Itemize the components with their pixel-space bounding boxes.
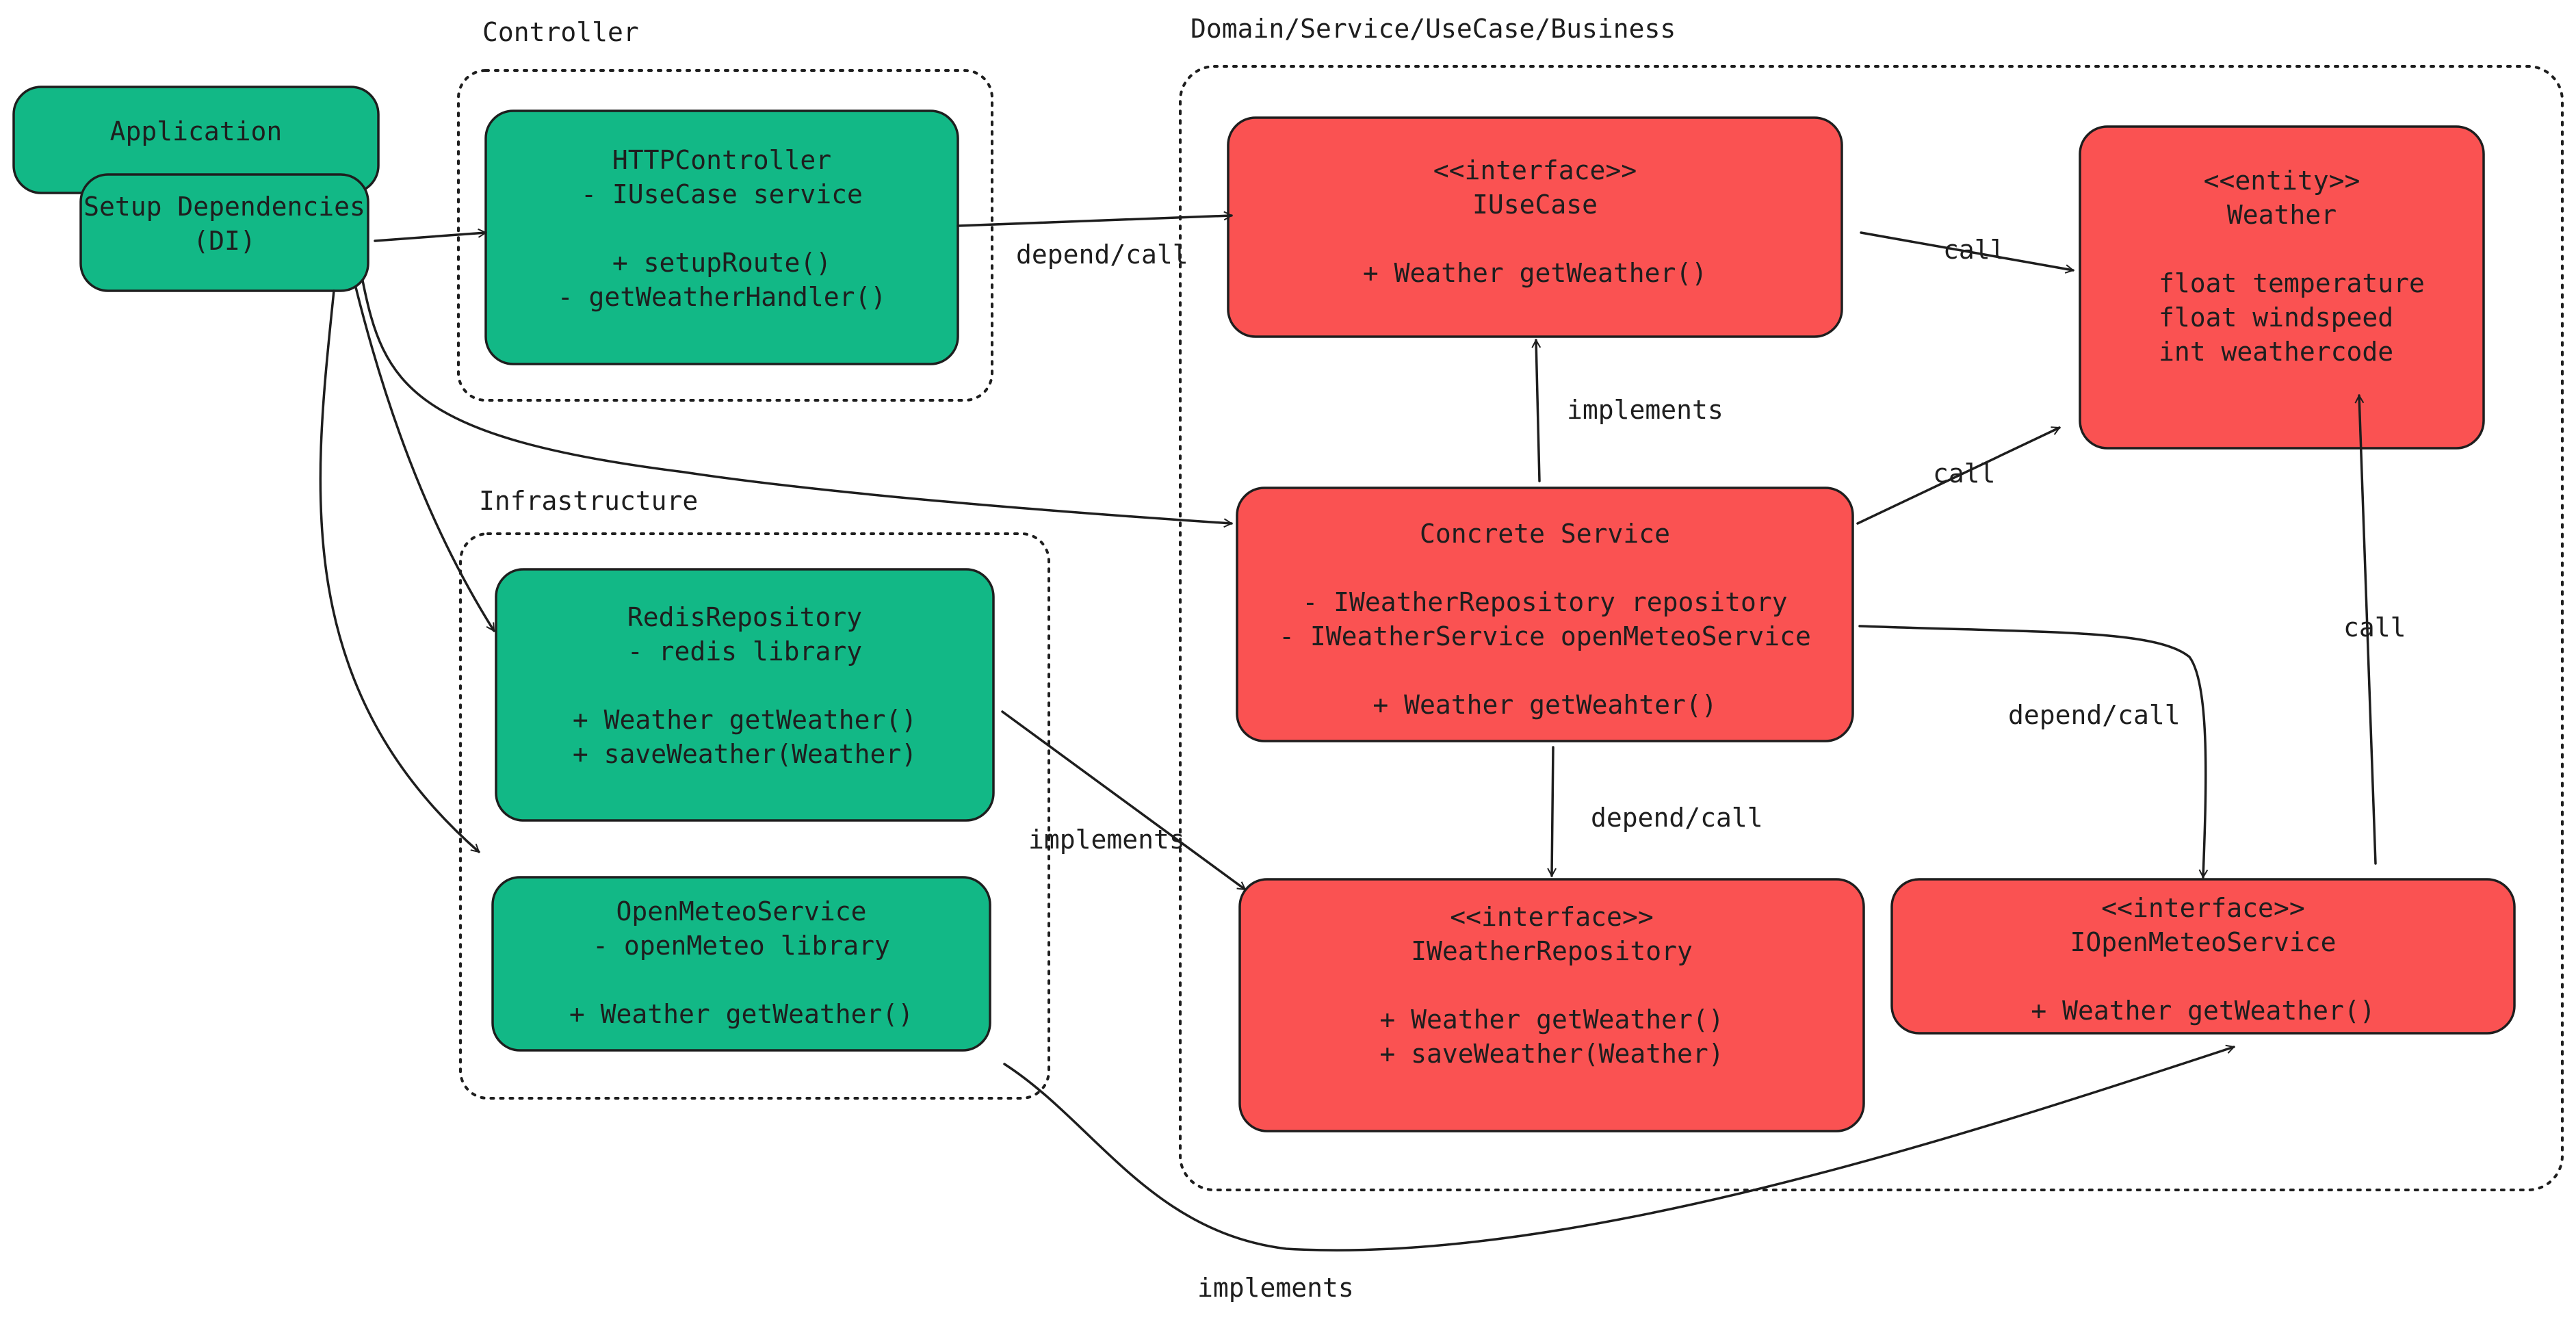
- node-openmeteo-service-line: OpenMeteoService: [616, 896, 866, 926]
- node-weather-entity-box: [2079, 125, 2485, 450]
- node-iusecase-line: + Weather getWeather(): [1363, 258, 1707, 288]
- node-weather-entity-line: float temperature: [2159, 268, 2425, 298]
- domain-group: [1179, 65, 2564, 1191]
- node-weather-entity: <<entity>> Weather float temperature float …: [2079, 125, 2485, 450]
- node-iusecase: <<interface>> IUseCase + Weather getWeathe…: [1227, 116, 1843, 338]
- node-iusecase-line: IUseCase: [1472, 190, 1598, 220]
- edge-label-openmeteo-interface-to-weather: call: [2343, 612, 2406, 643]
- node-iweather-repository-line: + Weather getWeather(): [1379, 1005, 1723, 1035]
- node-concrete-service-line: - IWeatherService openMeteoService: [1279, 621, 1811, 651]
- edge-di-to-redis: [354, 286, 495, 631]
- node-http-controller: HTTPController - IUseCase service + setupR…: [484, 109, 959, 365]
- node-redis-repository-line: + Weather getWeather(): [573, 705, 917, 735]
- node-application-line: Application: [110, 116, 283, 146]
- node-redis-repository: RedisRepository - redis library + Weather …: [495, 568, 995, 822]
- edge-label-usecase-to-weather: call: [1943, 235, 2006, 265]
- infrastructure-group-label: Infrastructure: [479, 486, 698, 516]
- node-setup-dependencies-line: Setup Dependencies: [83, 192, 365, 222]
- node-iopenmeteo-service-box: [1890, 878, 2516, 1035]
- node-setup-dependencies-line: (DI): [193, 226, 256, 256]
- edge-service-to-weather: [1856, 426, 2059, 525]
- node-openmeteo-service-line: + Weather getWeather(): [569, 999, 913, 1029]
- node-weather-entity-line: <<entity>>: [2204, 166, 2360, 196]
- node-concrete-service-line: - IWeatherRepository repository: [1302, 587, 1787, 617]
- node-concrete-service-line: Concrete Service: [1420, 519, 1670, 549]
- node-weather-entity-line: Weather: [2227, 200, 2337, 230]
- node-http-controller-line: - IUseCase service: [581, 179, 863, 209]
- edge-label-controller-to-usecase: depend/call: [1016, 239, 1188, 270]
- edge-openmeteo-interface-to-weather: [2359, 396, 2377, 865]
- edge-controller-to-usecase: [957, 216, 1232, 227]
- edge-usecase-to-weather: [1860, 231, 2073, 270]
- edge-label-redis-implements-repository: implements: [1028, 825, 1185, 855]
- edge-service-to-repository: [1552, 746, 1553, 876]
- node-iusecase-box: [1227, 116, 1843, 338]
- node-iopenmeteo-service: <<interface>> IOpenMeteoService + Weather …: [1890, 878, 2516, 1035]
- node-http-controller-line: - getWeatherHandler(): [558, 282, 886, 312]
- edge-service-to-openmeteo: [1858, 625, 2206, 877]
- node-redis-repository-box: [495, 568, 995, 822]
- edge-di-to-openmeteo: [319, 289, 480, 853]
- node-application: Application: [12, 86, 380, 194]
- node-setup-dependencies-box: [79, 173, 369, 292]
- edge-service-implements-usecase: [1536, 340, 1539, 482]
- node-iopenmeteo-service-line: <<interface>>: [2101, 893, 2304, 923]
- node-iusecase-line: <<interface>>: [1433, 155, 1637, 185]
- node-redis-repository-line: RedisRepository: [627, 602, 862, 632]
- node-iopenmeteo-service-line: IOpenMeteoService: [2070, 927, 2337, 957]
- edges-layer: [319, 216, 2377, 1252]
- node-concrete-service-line: + Weather getWeahter(): [1372, 690, 1717, 720]
- edge-label-openmeteo-implements-interface: implements: [1197, 1273, 1354, 1303]
- node-iweather-repository-line: <<interface>>: [1450, 902, 1653, 932]
- node-http-controller-line: + setupRoute(): [612, 248, 831, 278]
- edge-openmeteo-implements-interface: [1003, 1047, 2234, 1252]
- node-redis-repository-line: + saveWeather(Weather): [573, 739, 917, 769]
- edge-label-service-implements-usecase: implements: [1567, 395, 1723, 425]
- node-iweather-repository-line: IWeatherRepository: [1411, 936, 1693, 966]
- edge-label-service-to-openmeteo: depend/call: [2008, 700, 2181, 730]
- node-openmeteo-service-box: [491, 876, 991, 1052]
- edge-label-service-to-repository: depend/call: [1591, 803, 1763, 833]
- node-iweather-repository: <<interface>> IWeatherRepository + Weather…: [1238, 878, 1865, 1132]
- edge-di-to-concrete-service: [361, 279, 1232, 523]
- node-redis-repository-line: - redis library: [627, 636, 862, 666]
- infrastructure-group: [459, 532, 1050, 1100]
- edge-di-to-controller: [374, 233, 486, 242]
- edge-label-service-to-weather: call: [1933, 458, 1996, 489]
- node-iopenmeteo-service-line: + Weather getWeather(): [2031, 996, 2375, 1026]
- node-weather-entity-line: int weathercode: [2159, 337, 2393, 367]
- edge-redis-implements-repository: [1001, 710, 1247, 891]
- node-http-controller-line: HTTPController: [612, 145, 831, 175]
- domain-group-label: Domain/Service/UseCase/Business: [1191, 14, 1676, 44]
- node-concrete-service: Concrete Service - IWeatherRepository rep…: [1236, 487, 1854, 742]
- node-iweather-repository-box: [1238, 878, 1865, 1132]
- controller-group-label: Controller: [482, 17, 639, 47]
- node-concrete-service-box: [1236, 487, 1854, 742]
- node-weather-entity-line: float windspeed: [2159, 302, 2393, 333]
- node-iweather-repository-line: + saveWeather(Weather): [1379, 1039, 1723, 1069]
- node-openmeteo-service-line: - openMeteo library: [593, 931, 890, 961]
- node-setup-dependencies: Setup Dependencies (DI): [79, 173, 369, 292]
- controller-group: [457, 69, 993, 402]
- node-openmeteo-service: OpenMeteoService - openMeteo library + Wea…: [491, 876, 991, 1052]
